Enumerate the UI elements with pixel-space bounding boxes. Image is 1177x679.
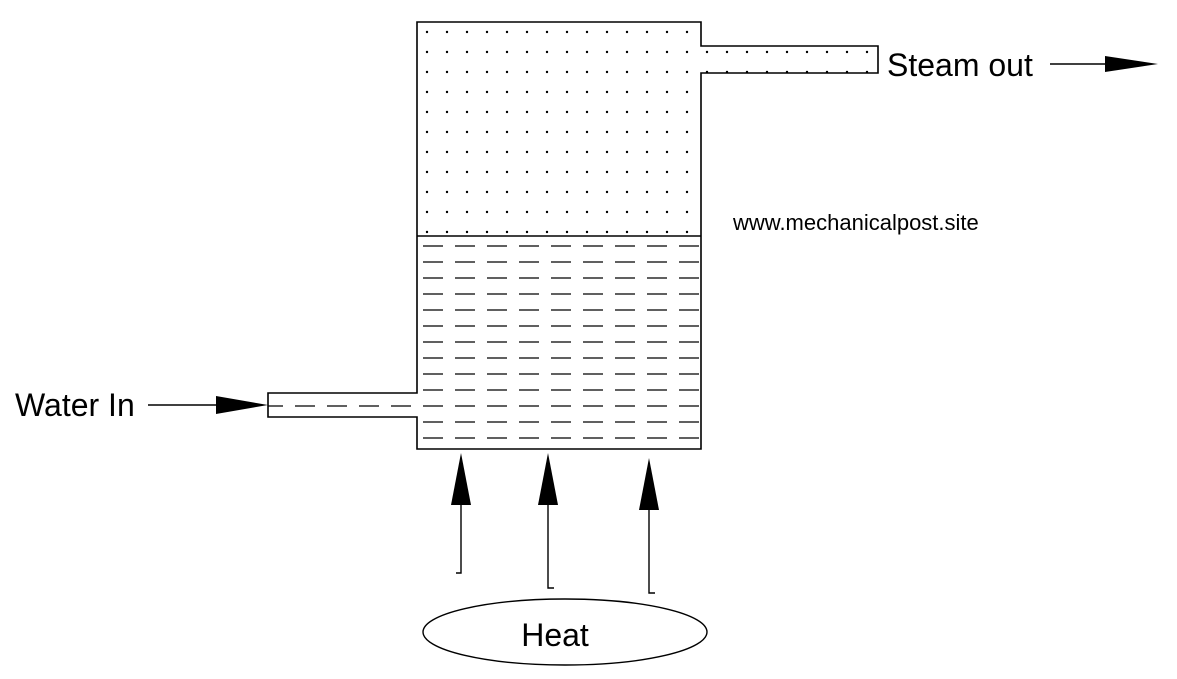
heat-arrow-3	[639, 458, 659, 594]
water-in-label: Water In	[15, 387, 135, 423]
steam-outlet-pipe-fill	[701, 46, 878, 73]
heat-source-ellipse	[422, 598, 708, 666]
steam-out-arrowhead	[1105, 56, 1158, 72]
steam-region	[417, 22, 701, 236]
boiler-vessel	[267, 21, 879, 450]
heat-arrow-2	[538, 453, 558, 589]
water-inlet-pipe-fill	[268, 393, 417, 417]
heat-label: Heat	[521, 617, 589, 653]
water-region	[417, 236, 701, 449]
watermark-text: www.mechanicalpost.site	[732, 210, 979, 235]
water-in-arrowhead	[216, 396, 268, 414]
heat-arrow-1	[451, 453, 471, 574]
steam-out-label: Steam out	[887, 47, 1033, 83]
